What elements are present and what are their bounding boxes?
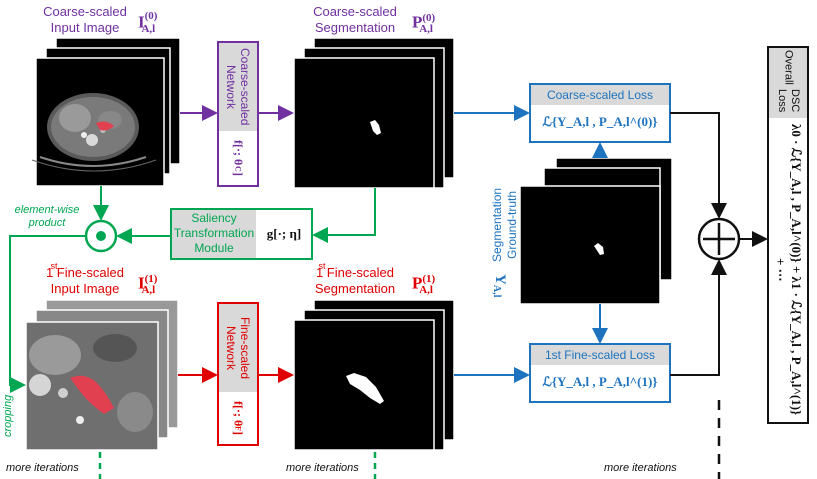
coarse-loss-title: Coarse-scaled Loss bbox=[546, 88, 654, 102]
arrow-fine-loss-to-sum bbox=[670, 259, 727, 376]
saliency-fn: g[·; η] bbox=[266, 226, 302, 241]
fine-input-sym: I bbox=[138, 273, 145, 293]
element-wise-label: element-wise product bbox=[2, 204, 92, 230]
more-iterations-3: more iterations bbox=[604, 462, 677, 474]
coarse-seg-sym: P bbox=[412, 12, 423, 32]
fine-net-fn-text: f[·; θ bbox=[231, 400, 246, 427]
overall-line2: DSC Loss bbox=[776, 88, 801, 113]
element-wise-line2: product bbox=[28, 217, 66, 229]
element-wise-line1: element-wise bbox=[14, 204, 80, 216]
coarse-seg-line2: Segmentation bbox=[314, 20, 396, 35]
cropping-label: cropping bbox=[2, 394, 14, 438]
arrow-seg-to-saliency bbox=[312, 188, 376, 243]
fine-seg-sym: P bbox=[412, 273, 423, 293]
coarse-seg-sup: (0) bbox=[422, 12, 436, 24]
coarse-seg-stack bbox=[293, 37, 455, 189]
fine-seg-sup: (1) bbox=[422, 273, 436, 285]
fine-network-label: Fine-scaled Network bbox=[224, 316, 252, 380]
coarse-input-sym: I bbox=[138, 12, 145, 32]
fine-seg-st: st bbox=[318, 261, 326, 271]
fine-loss-formula: ℒ{Y_A,l , P_A,l^(1)} bbox=[542, 374, 658, 389]
gt-symbol: YA,l bbox=[486, 266, 508, 306]
fine-input-st: st bbox=[50, 261, 58, 271]
overall-line1: Overall bbox=[782, 50, 795, 85]
fine-net-fn-sup: F bbox=[233, 426, 243, 432]
saliency-line1: Saliency bbox=[191, 211, 237, 225]
arrow-coarse-loss-to-sum bbox=[670, 112, 727, 219]
fine-input-label: 1 Fine-scaled Input Image bbox=[30, 265, 140, 297]
fine-input-sup: (1) bbox=[144, 273, 158, 285]
more-iterations-2: more iterations bbox=[286, 462, 359, 474]
gt-line1: Ground-truth bbox=[505, 190, 519, 260]
coarse-seg-line1: Coarse-scaled bbox=[313, 4, 397, 19]
arrow-product-to-fine-input bbox=[9, 235, 86, 393]
coarse-input-stack bbox=[31, 37, 181, 187]
saliency-line2: Transformation bbox=[173, 226, 255, 240]
gt-label: Ground-truth Segmentation bbox=[478, 170, 520, 280]
coarse-input-line1: Coarse-scaled bbox=[43, 4, 127, 19]
coarse-seg-symbol: P(0)A,l bbox=[412, 10, 472, 37]
coarse-input-sub: A,l bbox=[141, 23, 156, 36]
fine-seg-line1: 1 Fine-scaled bbox=[315, 265, 395, 280]
ground-truth-stack bbox=[519, 157, 673, 305]
fine-input-stack bbox=[25, 299, 179, 451]
coarse-net-fn-end: ] bbox=[231, 171, 246, 176]
fine-seg-symbol: P(1)A,l bbox=[412, 271, 472, 298]
coarse-seg-label: Coarse-scaled Segmentation bbox=[300, 4, 410, 36]
coarse-net-fn-text: f[·; θ bbox=[231, 140, 246, 166]
overall-formula: λ0 · ℒ{Y_A,l , P_A,l^(0)} + λ1 · ℒ{Y_A,l… bbox=[773, 124, 804, 416]
fine-input-line1-text: 1 Fine-scaled bbox=[45, 265, 125, 280]
fine-input-symbol: I(1)A,l bbox=[138, 271, 198, 298]
coarse-input-label: Coarse-scaled Input Image bbox=[30, 4, 140, 36]
fine-net-fn-end: ] bbox=[231, 431, 246, 436]
coarse-net-fn-sup: C bbox=[233, 165, 243, 172]
fine-input-sub: A,l bbox=[141, 284, 156, 297]
coarse-input-line2: Input Image bbox=[50, 20, 120, 35]
coarse-input-sup: (0) bbox=[144, 10, 158, 22]
overall-label: Overall DSC Loss bbox=[770, 50, 806, 116]
gt-line2: Segmentation bbox=[490, 187, 504, 263]
fine-loss-title: 1st Fine-scaled Loss bbox=[544, 348, 656, 362]
fine-seg-line2: Segmentation bbox=[314, 281, 396, 296]
fine-seg-sub: A,l bbox=[419, 284, 433, 297]
fine-seg-stack bbox=[293, 299, 455, 451]
more-iterations-1: more iterations bbox=[6, 462, 79, 474]
gt-sub: A,l bbox=[491, 285, 502, 298]
coarse-loss-formula: ℒ{Y_A,l , P_A,l^(0)} bbox=[542, 114, 658, 129]
coarse-input-symbol: I(0)A,l bbox=[138, 10, 198, 37]
coarse-seg-sub: A,l bbox=[419, 23, 433, 36]
fine-input-line1: 1 Fine-scaled bbox=[30, 265, 140, 281]
saliency-label: Saliency Transformation Module bbox=[172, 211, 256, 256]
coarse-network-label: Coarse-scaled Network bbox=[224, 48, 252, 126]
fine-seg-label: 1 Fine-scaled Segmentation bbox=[300, 265, 410, 297]
gt-sym: Y bbox=[492, 274, 508, 286]
fine-input-line2: Input Image bbox=[50, 281, 120, 296]
saliency-line3: Module bbox=[194, 241, 234, 255]
